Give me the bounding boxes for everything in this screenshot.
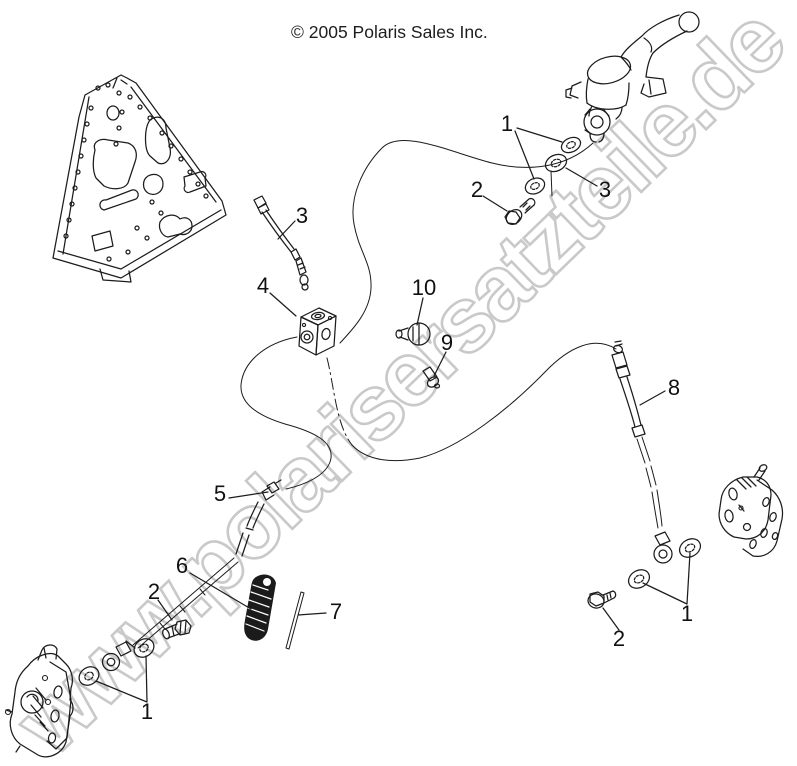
callout-1-master-washers: 1	[500, 111, 514, 136]
brake-line-rear	[326, 342, 617, 462]
washer-rear-lower	[627, 569, 651, 589]
washer-front-left	[78, 666, 100, 686]
callout-3-hose: 3	[295, 203, 309, 228]
callout-6-spring: 6	[175, 553, 189, 578]
callout-2-master-bolt: 2	[470, 177, 484, 202]
copyright-text: © 2005 Polaris Sales Inc.	[291, 22, 488, 42]
fitting-9	[422, 366, 441, 389]
washer-rear-upper	[678, 538, 702, 558]
junction-block-4	[298, 307, 337, 356]
washer-top-a	[560, 136, 582, 154]
banjo-fitting-rear	[653, 531, 673, 564]
brake-hose-8	[611, 340, 663, 529]
callout-8-rear-hose: 8	[667, 375, 681, 400]
callout-4-junction-block: 4	[256, 273, 270, 298]
banjo-bolt-top	[504, 197, 536, 226]
caliper-front	[4, 644, 74, 758]
hose-fitting-5	[125, 479, 282, 649]
leader-lines	[95, 127, 691, 703]
bolt-10	[395, 322, 431, 346]
callout-9-fitting: 9	[440, 330, 454, 355]
caliper-rear	[718, 464, 784, 558]
master-cylinder	[565, 11, 700, 143]
callout-3-master-washer: 3	[598, 177, 612, 202]
spring-6	[244, 574, 276, 641]
callout-2-front-bolt: 2	[147, 579, 161, 604]
frame-plate	[52, 74, 227, 283]
brake-hose-3	[253, 195, 309, 291]
callout-1-rear-washers: 1	[680, 601, 694, 626]
brake-line-front-loop	[240, 336, 332, 490]
banjo-bolt-rear	[587, 590, 617, 609]
washer-top-b	[544, 153, 568, 197]
banjo-bolt-front	[162, 619, 192, 640]
callout-10-bolt: 10	[411, 275, 437, 300]
pin-7	[285, 591, 305, 650]
callout-2-rear-bolt: 2	[612, 626, 626, 651]
callout-5-front-hose: 5	[213, 481, 227, 506]
banjo-fitting-front	[101, 641, 132, 672]
washer-top-c	[524, 177, 546, 195]
callout-7-pin: 7	[329, 599, 343, 624]
callout-1-front-washers: 1	[140, 699, 154, 724]
washer-front-right	[133, 638, 155, 658]
brake-line-upper	[339, 140, 594, 344]
